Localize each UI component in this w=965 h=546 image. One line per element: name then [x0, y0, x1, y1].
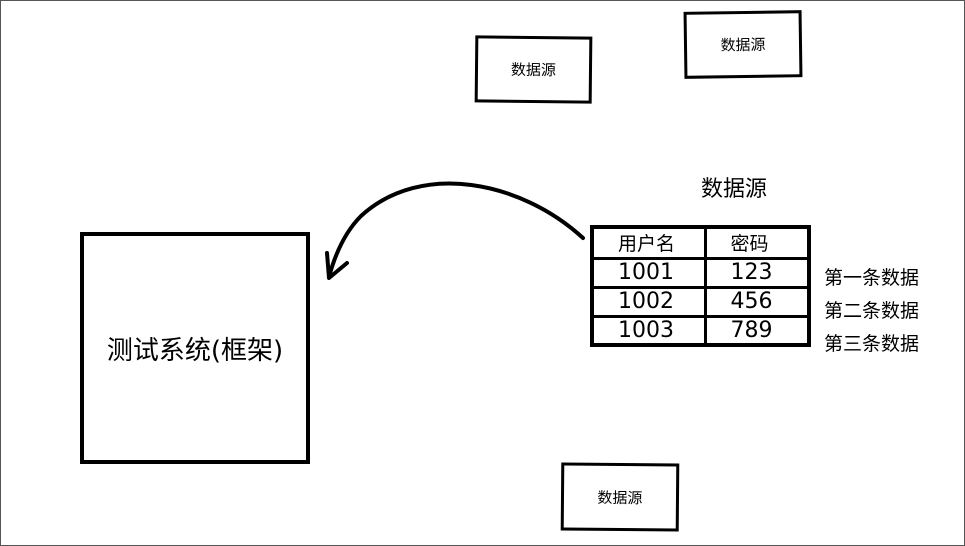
header-password: 密码	[703, 225, 811, 260]
data-source-label: 数据源	[597, 488, 643, 507]
test-system-label: 测试系统(框架)	[106, 335, 284, 366]
cell-username: 1003	[590, 314, 707, 347]
header-username: 用户名	[590, 225, 707, 260]
cell-username: 1001	[590, 256, 707, 289]
cell-username: 1002	[590, 285, 707, 318]
data-table: 用户名 密码 1001 123 1002 456 1003 789	[590, 225, 811, 347]
data-table-title: 数据源	[701, 177, 768, 202]
table-row: 1003 789	[590, 314, 811, 347]
row-label: 第一条数据	[824, 267, 920, 289]
row-label: 第三条数据	[824, 333, 920, 355]
table-row: 1001 123	[590, 256, 811, 289]
data-source-box-bottom: 数据源	[560, 462, 680, 532]
flow-arrow-head	[325, 251, 349, 280]
table-row: 1002 456	[590, 285, 811, 318]
data-source-box-top-right: 数据源	[683, 10, 803, 79]
data-source-label: 数据源	[720, 35, 766, 55]
cell-password: 456	[703, 285, 811, 318]
data-source-label: 数据源	[510, 60, 557, 80]
test-system-box: 测试系统(框架)	[80, 232, 310, 464]
table-header-row: 用户名 密码	[590, 225, 811, 260]
data-source-box-top-left: 数据源	[474, 35, 593, 104]
flow-arrow-curve	[327, 181, 585, 279]
row-label: 第二条数据	[824, 300, 920, 322]
cell-password: 789	[703, 314, 811, 347]
cell-password: 123	[703, 256, 811, 289]
